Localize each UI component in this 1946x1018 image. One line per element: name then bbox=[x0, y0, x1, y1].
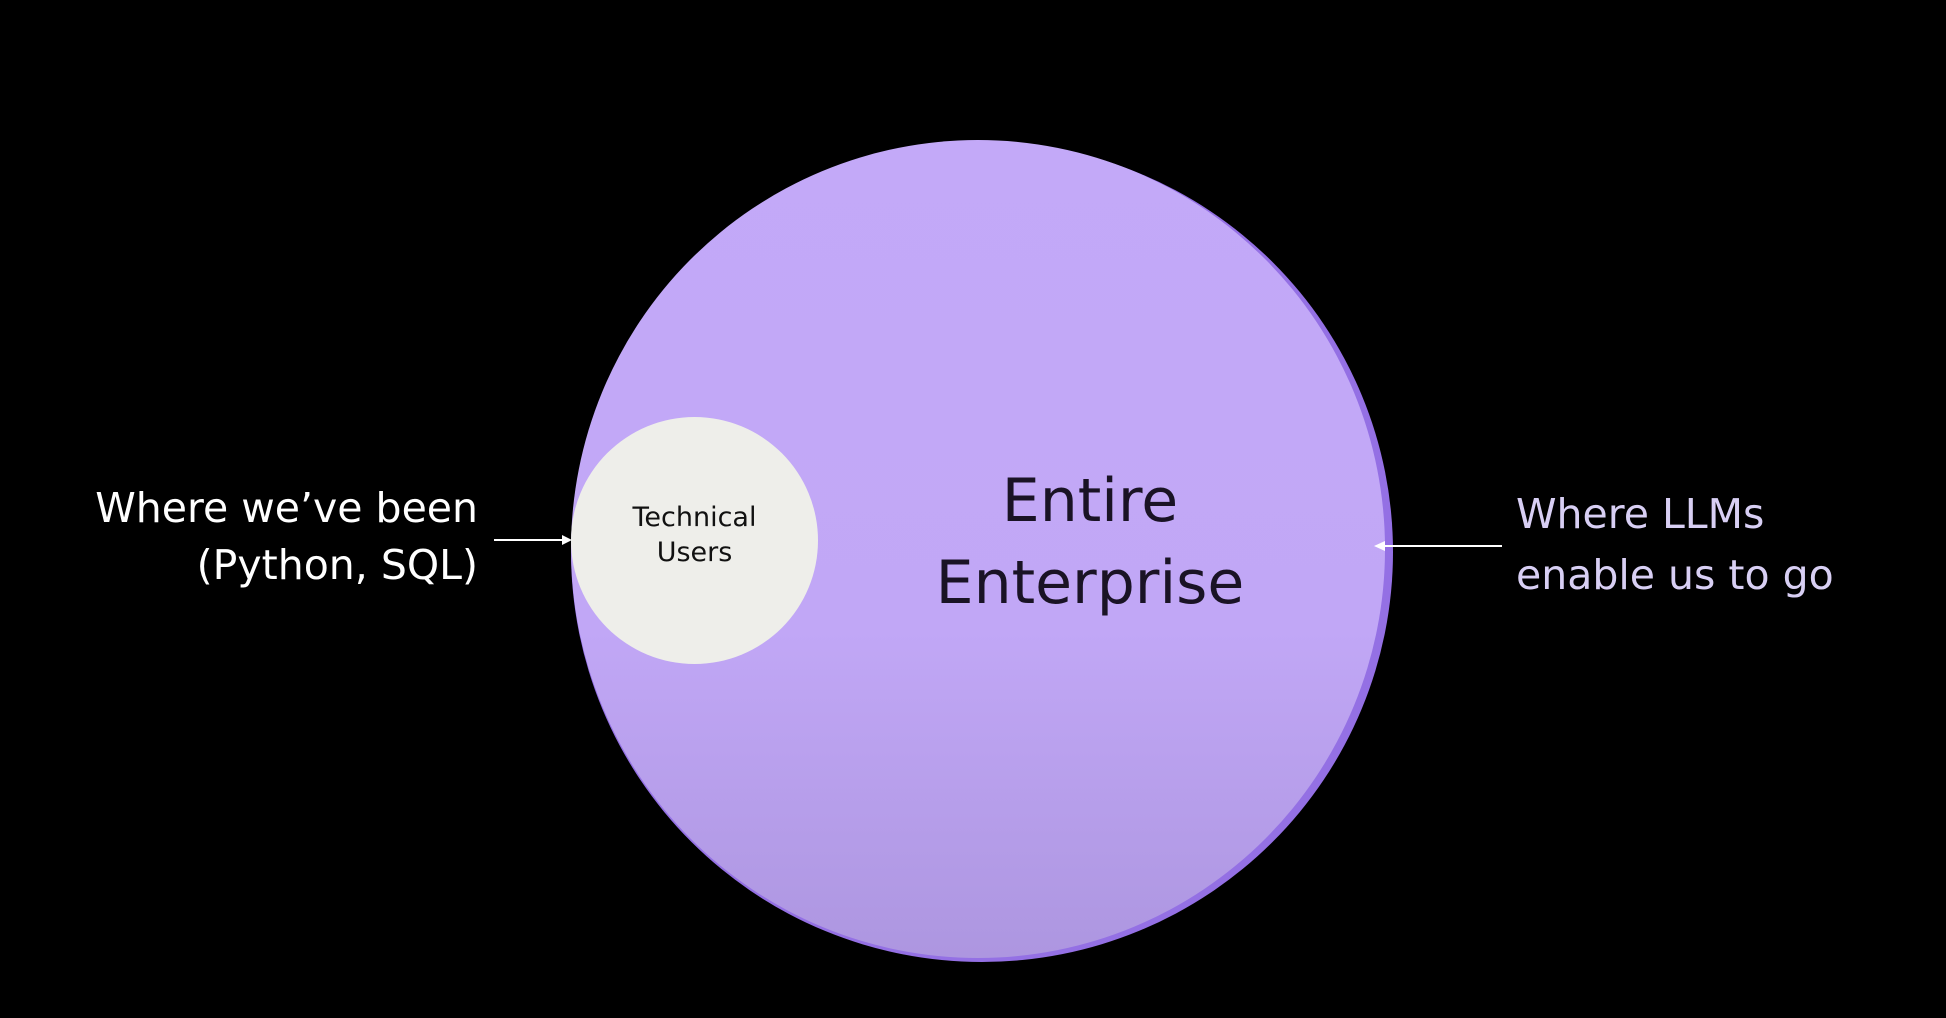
label-line: Technical bbox=[632, 502, 757, 533]
technical-users-label: Technical Users bbox=[571, 500, 818, 570]
annotation-line: Where we’ve been bbox=[95, 484, 478, 532]
label-line: Users bbox=[656, 537, 733, 568]
where-llms-go-annotation: Where LLMs enable us to go bbox=[1516, 484, 1834, 606]
annotation-line: (Python, SQL) bbox=[196, 541, 478, 589]
annotation-line: Where LLMs bbox=[1516, 490, 1765, 538]
where-weve-been-annotation: Where we’ve been (Python, SQL) bbox=[0, 480, 478, 594]
label-line: Entire bbox=[1001, 466, 1179, 536]
annotation-line: enable us to go bbox=[1516, 551, 1834, 599]
entire-enterprise-label: Entire Enterprise bbox=[840, 460, 1340, 624]
label-line: Enterprise bbox=[935, 548, 1245, 618]
technical-users-circle bbox=[571, 417, 818, 664]
